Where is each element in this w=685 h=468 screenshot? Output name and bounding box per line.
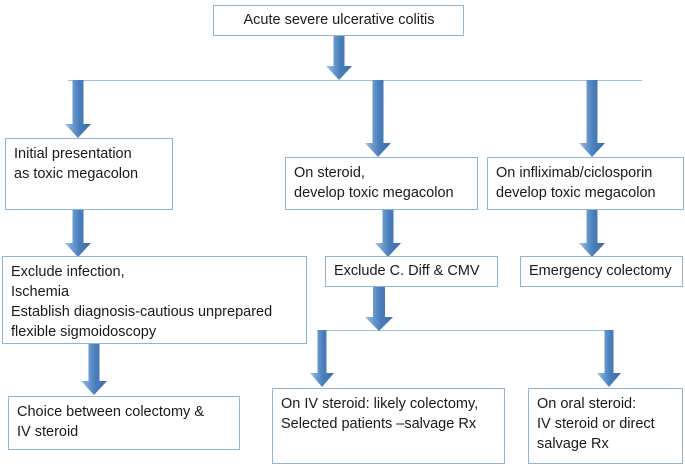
node-choice-colectomy-iv-steroid: Choice between colectomy & IV steroid <box>8 396 240 450</box>
arrow-initial-to-exclude-infection <box>64 210 92 258</box>
split-bus-bottom <box>322 330 609 331</box>
node-root: Acute severe ulcerative colitis <box>213 5 464 36</box>
arrow-steroid-to-exclude-cdiff <box>374 210 402 258</box>
arrow-split-to-iv-steroid <box>308 330 336 388</box>
distribution-bus-top <box>68 80 642 81</box>
arrow-biologic-to-emergency-colectomy <box>578 210 606 258</box>
node-initial-presentation: Initial presentation as toxic megacolon <box>5 138 173 210</box>
arrow-exclude-infection-to-choice <box>80 344 108 396</box>
node-on-oral-steroid: On oral steroid: IV steroid or direct sa… <box>528 388 683 464</box>
arrow-distribution-to-steroid <box>364 80 392 158</box>
arrow-cdiff-to-split <box>364 287 394 332</box>
node-on-iv-steroid: On IV steroid: likely colectomy, Selecte… <box>272 388 505 464</box>
node-emergency-colectomy: Emergency colectomy <box>520 256 683 287</box>
node-exclude-cdiff: Exclude C. Diff & CMV <box>325 256 498 287</box>
arrow-split-to-oral-steroid <box>595 330 623 388</box>
arrow-root-to-distribution <box>325 36 353 81</box>
node-exclude-infection: Exclude infection, Ischemia Establish di… <box>2 256 307 344</box>
node-on-infliximab: On infliximab/ciclosporin develop toxic … <box>487 157 684 210</box>
arrow-distribution-to-biologic <box>578 80 606 158</box>
arrow-distribution-to-initial <box>64 80 92 139</box>
node-on-steroid: On steroid, develop toxic megacolon <box>285 157 478 210</box>
